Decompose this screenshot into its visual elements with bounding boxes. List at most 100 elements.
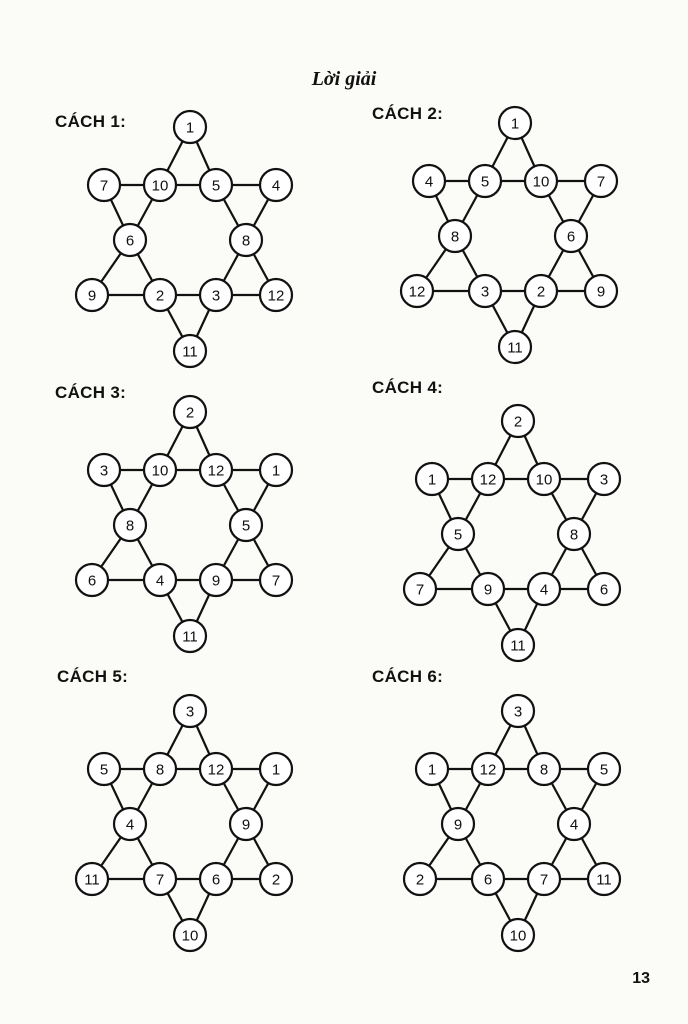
node-circle: [414, 461, 450, 497]
node-circle: [470, 461, 506, 497]
node-value: 9: [212, 573, 220, 590]
page-title: Lời giải: [311, 68, 377, 90]
node-circle: [142, 452, 178, 488]
node-circle: [258, 562, 294, 598]
node-circle: [228, 222, 264, 258]
node-circle: [402, 571, 438, 607]
number-node: 6: [198, 861, 234, 897]
node-value: 12: [480, 472, 497, 489]
number-node: 3: [198, 277, 234, 313]
node-circle: [172, 333, 208, 369]
node-circle: [86, 452, 122, 488]
node-circle: [500, 917, 536, 953]
node-value: 2: [186, 405, 194, 422]
node-value: 10: [152, 178, 169, 195]
number-node: 2: [142, 277, 178, 313]
number-node: 9: [583, 273, 619, 309]
node-circle: [172, 109, 208, 145]
node-circle: [112, 507, 148, 543]
node-circle: [470, 751, 506, 787]
node-circle: [228, 806, 264, 842]
solution-label-2: CÁCH 2:: [372, 104, 444, 123]
node-value: 12: [409, 284, 426, 301]
number-node: 7: [258, 562, 294, 598]
page-number: 13: [632, 970, 650, 987]
node-circle: [526, 571, 562, 607]
node-circle: [86, 167, 122, 203]
node-circle: [112, 222, 148, 258]
node-value: 10: [510, 928, 527, 945]
node-value: 2: [272, 872, 280, 889]
number-node: 11: [586, 861, 622, 897]
number-node: 7: [526, 861, 562, 897]
node-value: 12: [208, 463, 225, 480]
node-value: 5: [454, 527, 462, 544]
number-node: 12: [198, 452, 234, 488]
node-circle: [526, 461, 562, 497]
node-value: 6: [484, 872, 492, 889]
number-node: 10: [500, 917, 536, 953]
number-node: 6: [470, 861, 506, 897]
number-node: 9: [440, 806, 476, 842]
node-value: 1: [272, 762, 280, 779]
node-circle: [586, 751, 622, 787]
node-value: 7: [272, 573, 280, 590]
number-node: 10: [142, 452, 178, 488]
node-value: 10: [182, 928, 199, 945]
number-node: 7: [583, 163, 619, 199]
node-circle: [586, 861, 622, 897]
node-value: 2: [514, 414, 522, 431]
number-node: 8: [112, 507, 148, 543]
number-node: 4: [112, 806, 148, 842]
node-circle: [142, 277, 178, 313]
node-circle: [258, 167, 294, 203]
node-circle: [112, 806, 148, 842]
number-node: 6: [586, 571, 622, 607]
number-node: 7: [142, 861, 178, 897]
node-value: 1: [511, 116, 519, 133]
number-node: 2: [523, 273, 559, 309]
number-node: 7: [402, 571, 438, 607]
number-node: 9: [228, 806, 264, 842]
node-circle: [198, 277, 234, 313]
node-circle: [74, 861, 110, 897]
node-circle: [470, 571, 506, 607]
solution-label-3: CÁCH 3:: [55, 383, 127, 402]
node-value: 12: [480, 762, 497, 779]
node-circle: [74, 562, 110, 598]
node-circle: [437, 218, 473, 254]
number-node: 3: [86, 452, 122, 488]
node-circle: [523, 273, 559, 309]
node-value: 1: [428, 762, 436, 779]
node-value: 1: [186, 120, 194, 137]
number-node: 10: [523, 163, 559, 199]
node-circle: [497, 329, 533, 365]
node-circle: [142, 167, 178, 203]
number-node: 6: [553, 218, 589, 254]
number-node: 12: [258, 277, 294, 313]
node-value: 5: [600, 762, 608, 779]
node-circle: [198, 562, 234, 598]
number-node: 10: [142, 167, 178, 203]
node-value: 10: [152, 463, 169, 480]
node-value: 2: [156, 288, 164, 305]
node-value: 8: [126, 518, 134, 535]
number-node: 2: [500, 403, 536, 439]
node-value: 12: [268, 288, 285, 305]
node-value: 6: [567, 229, 575, 246]
number-node: 12: [198, 751, 234, 787]
node-circle: [440, 516, 476, 552]
node-circle: [411, 163, 447, 199]
number-node: 5: [198, 167, 234, 203]
node-value: 6: [600, 582, 608, 599]
node-value: 11: [596, 872, 612, 889]
node-value: 4: [570, 817, 578, 834]
node-circle: [583, 163, 619, 199]
number-node: 6: [112, 222, 148, 258]
number-node: 11: [500, 627, 536, 663]
number-node: 11: [74, 861, 110, 897]
node-circle: [142, 751, 178, 787]
